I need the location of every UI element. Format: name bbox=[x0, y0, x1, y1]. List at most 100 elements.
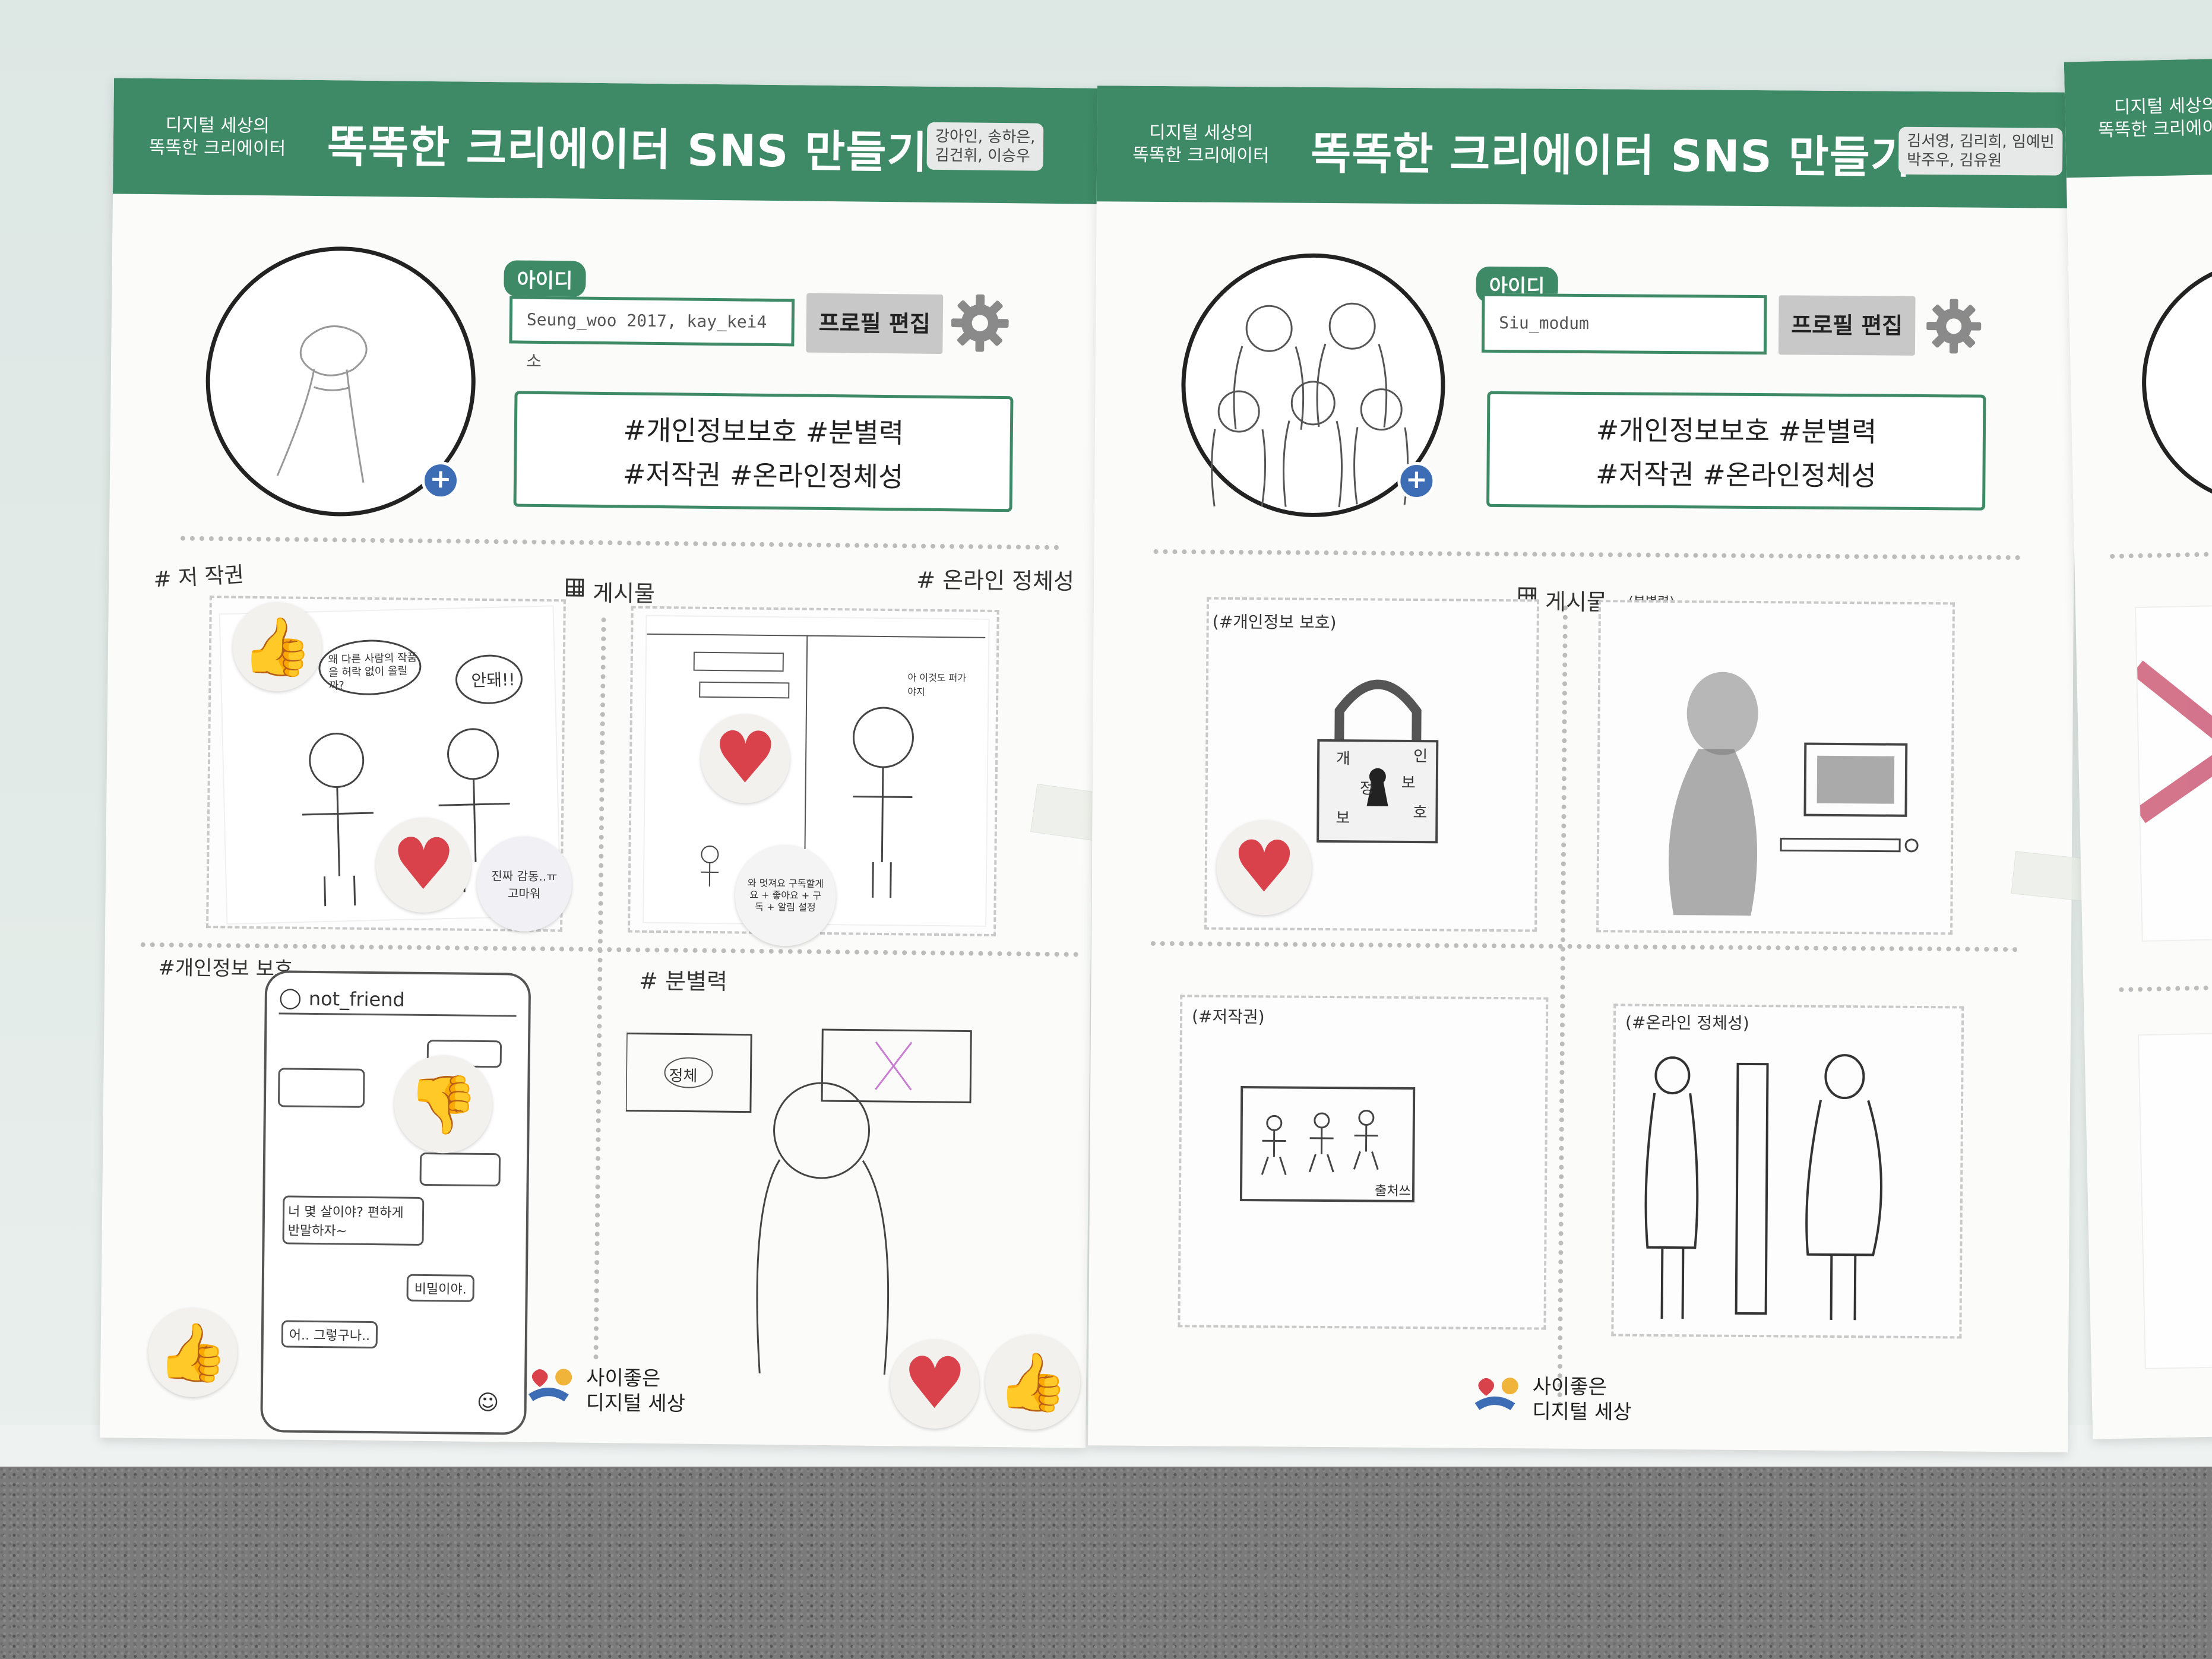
id-value: Siu_modum bbox=[1499, 312, 1590, 334]
team-names-line2: 김건휘, 이승우 bbox=[935, 146, 1030, 166]
dotted-divider bbox=[1557, 605, 1568, 1407]
heart-sticker: ♥ bbox=[1216, 819, 1312, 916]
band-subtitle-line1: 디지털 세상의 bbox=[1148, 122, 1254, 144]
computer-drawing bbox=[1668, 672, 1919, 916]
thumbs-up-sticker: 👍 bbox=[232, 601, 322, 692]
band-subtitle-line2: 똑똑한 크리에이터 bbox=[2097, 117, 2212, 141]
heart-icon: ♥ bbox=[713, 717, 778, 800]
band-subtitle: 디지털 세상의 똑똑한 크리에이터 bbox=[149, 114, 286, 160]
lock-char: 호 bbox=[1413, 804, 1428, 822]
lock-char: 개 bbox=[1336, 750, 1351, 768]
campaign-logo-icon bbox=[1474, 1378, 1518, 1411]
profile-icon: ◯ bbox=[279, 986, 302, 1010]
team-names-line1: 김서영, 김리희, 임예빈 bbox=[1907, 132, 2055, 151]
chat-bubble bbox=[419, 1152, 501, 1187]
chat-message: 비밀이야. bbox=[406, 1274, 474, 1302]
smiley-icon: ☺ bbox=[476, 1390, 499, 1416]
poster-left: 디지털 세상의 똑똑한 크리에이터 똑똑한 크리에이터 SNS 만들기 강아인,… bbox=[100, 78, 1100, 1448]
avatar-sketch bbox=[276, 325, 368, 483]
lock-drawing bbox=[1317, 679, 1439, 844]
comment-text: 와 멋져요 구독할게요 + 좋아요 + 구독 + 알림 설정 bbox=[747, 877, 824, 913]
dotted-divider bbox=[2110, 549, 2212, 559]
band-subtitle: 디지털 세상의 똑똑한 크리에이터 bbox=[1132, 122, 1270, 168]
cell-label-copyright: (#저작권) bbox=[1191, 1006, 1265, 1027]
edit-profile-button[interactable]: 프로필 편집 bbox=[806, 293, 944, 354]
cell-label-online-identity: (#온라인 정체성) bbox=[1625, 1012, 1749, 1033]
dotted-divider bbox=[2119, 983, 2212, 992]
heart-sticker: ♥ bbox=[375, 817, 472, 913]
campaign-logo-text: 사이좋은 디지털 세상 bbox=[586, 1366, 686, 1417]
poster-right: 디지털 세상의 똑똑한 크리에이터 똑똑한 크리에이터 SNS 만들기 김서영,… bbox=[1088, 86, 2077, 1452]
profile-avatar bbox=[204, 245, 477, 518]
band-subtitle-line2: 똑똑한 크리에이터 bbox=[148, 137, 286, 160]
add-photo-icon[interactable]: + bbox=[421, 461, 460, 500]
edit-profile-button[interactable]: 프로필 편집 bbox=[1778, 295, 1916, 356]
post-drawing-online-identity: 아 이것도 퍼가야지 bbox=[643, 615, 990, 927]
poster-header-band: 디지털 세상의 똑똑한 크리에이터 똑똑한 크리에이터 SNS 만들기 강아인,… bbox=[112, 78, 1100, 204]
granite-floor bbox=[0, 1467, 2212, 1659]
post-drawing-partial bbox=[2131, 603, 2212, 942]
logo-line1: 사이좋은 bbox=[1532, 1375, 1607, 1400]
team-names: 강아인, 송하은, 김건휘, 이승우 bbox=[926, 122, 1044, 171]
thumbs-up-icon: 👍 bbox=[996, 1348, 1069, 1416]
heart-icon: ♥ bbox=[1232, 825, 1297, 909]
gear-icon[interactable] bbox=[948, 292, 1011, 354]
cell-label-privacy: (#개인정보 보호) bbox=[1212, 612, 1337, 633]
campaign-logo-text: 사이좋은 디지털 세상 bbox=[1532, 1374, 1632, 1424]
hashtag-line1: #개인정보보호 #분별력 bbox=[623, 414, 904, 449]
dotted-divider bbox=[1150, 941, 2018, 952]
thumbs-down-icon: 👎 bbox=[407, 1071, 479, 1138]
id-field[interactable]: Siu_modum bbox=[1481, 293, 1767, 355]
two-people-drawing bbox=[1644, 1054, 1882, 1321]
avatar-sketch-group bbox=[1211, 302, 1409, 508]
hashtag-line2: #저작권 #온라인정체성 bbox=[622, 458, 904, 493]
logo-line1: 사이좋은 bbox=[586, 1366, 661, 1391]
post-drawing-discernment: 정체 bbox=[623, 1016, 1066, 1389]
team-names: 김서영, 김리희, 임예빈 박주우, 김유원 bbox=[1898, 126, 2063, 176]
logo-line2: 디지털 세상 bbox=[1532, 1400, 1632, 1424]
heart-sticker: ♥ bbox=[700, 713, 790, 804]
hashtag-line2: #저작권 #온라인정체성 bbox=[1595, 458, 1876, 492]
heart-icon: ♥ bbox=[391, 823, 456, 907]
post-drawing-phone: ◯ not_friend 너 몇 살이야? 편하게 반말하자~ 비밀이야. 어.… bbox=[260, 970, 531, 1435]
campaign-logo-icon bbox=[528, 1369, 572, 1402]
id-label: 아이디 bbox=[504, 260, 586, 297]
logo-line2: 디지털 세상 bbox=[586, 1391, 686, 1416]
id-field[interactable]: Seung_woo 2017, kay_kei4 소 bbox=[509, 296, 795, 371]
cell-label-copyright: # 저 작권 bbox=[153, 562, 245, 593]
phone-header: ◯ not_friend bbox=[279, 986, 517, 1017]
speech-bubble-text: 아 이것도 퍼가야지 bbox=[907, 672, 967, 698]
hashtag-box: #개인정보보호 #분별력 #저작권 #온라인정체성 bbox=[513, 391, 1014, 512]
team-names-line2: 박주우, 김유원 bbox=[1907, 151, 2002, 170]
band-subtitle: 디지털 세상의 똑똑한 크리에이터 bbox=[2097, 94, 2212, 142]
thumbs-up-sticker: 👍 bbox=[147, 1307, 238, 1398]
band-title: 똑똑한 크리에이터 SNS 만들기 bbox=[1310, 128, 1912, 183]
profile-avatar bbox=[1180, 252, 1447, 518]
phone-handle: not_friend bbox=[308, 987, 406, 1011]
comment-sticker: 진짜 감동..ㅠ 고마워 bbox=[476, 835, 572, 932]
cell-label-online-identity: # 온라인 정체성 bbox=[916, 566, 1075, 595]
posts-label: 게시물 bbox=[592, 580, 656, 607]
band-subtitle-line1: 디지털 세상의 bbox=[2113, 95, 2212, 118]
poster-partial-third: 디지털 세상의 똑똑한 크리에이터 bbox=[2064, 57, 2212, 1439]
lock-char: 보 bbox=[1336, 809, 1350, 828]
dotted-divider bbox=[593, 618, 606, 1360]
profile-avatar bbox=[2139, 257, 2212, 508]
dotted-divider bbox=[1153, 549, 2021, 561]
poster-header-band: 디지털 세상의 똑똑한 크리에이터 똑똑한 크리에이터 SNS 만들기 김서영,… bbox=[1096, 86, 2077, 208]
id-value: Seung_woo 2017, kay_kei4 소 bbox=[526, 309, 767, 371]
dotted-divider bbox=[180, 536, 1059, 550]
lock-char: 정 bbox=[1359, 780, 1374, 798]
band-title: 똑똑한 크리에이터 SNS 만들기 bbox=[327, 121, 928, 179]
lock-char: 보 bbox=[1401, 774, 1416, 793]
box-text: 정체 bbox=[669, 1067, 698, 1085]
frame-drawing bbox=[1239, 1085, 1416, 1203]
band-subtitle-line2: 똑똑한 크리에이터 bbox=[1132, 144, 1270, 167]
gear-icon[interactable] bbox=[1924, 296, 1984, 356]
team-names-line1: 강아인, 송하은, bbox=[935, 127, 1036, 147]
hashtag-line1: #개인정보보호 #분별력 bbox=[1596, 414, 1877, 448]
thumbs-up-sticker: 👍 bbox=[985, 1334, 1081, 1430]
chat-message: 어.. 그렇구나.. bbox=[281, 1320, 378, 1349]
heart-icon: ♥ bbox=[902, 1342, 967, 1426]
add-photo-icon[interactable]: + bbox=[1397, 461, 1436, 501]
